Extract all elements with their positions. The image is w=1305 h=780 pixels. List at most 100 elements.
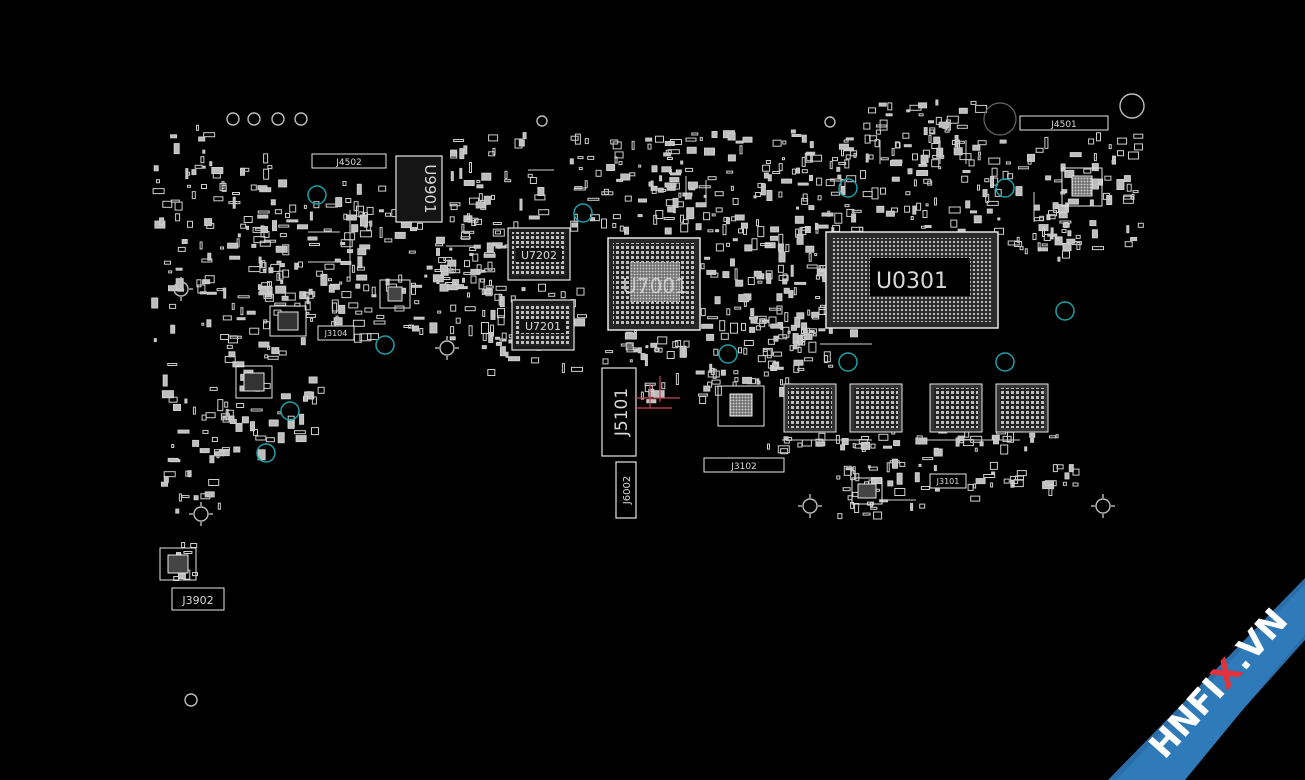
smd-pad <box>1092 246 1104 251</box>
smd-pad <box>640 391 644 400</box>
smd-pad <box>199 448 210 454</box>
smd-pad <box>528 215 540 220</box>
smd-pad <box>153 338 157 343</box>
smd-pad <box>492 228 505 237</box>
smd-pad <box>751 238 758 251</box>
smd-pad <box>519 198 523 211</box>
j6002-connector[interactable]: J6002 <box>615 461 637 519</box>
smd-pad <box>332 302 338 314</box>
smd-pad <box>606 164 616 171</box>
smd-pad <box>637 214 643 218</box>
smd-pad <box>561 363 565 374</box>
smd-pad <box>817 195 822 201</box>
smd-pad <box>229 419 237 424</box>
smd-pad <box>666 351 675 359</box>
u0301-package[interactable]: U0301 <box>825 231 999 329</box>
smd-pad <box>280 393 291 400</box>
smd-pad <box>251 243 257 248</box>
smd-pad <box>1061 229 1067 233</box>
smd-pad <box>419 328 424 335</box>
smd-pad <box>867 465 871 469</box>
smd-pad <box>755 325 761 331</box>
smd-pad <box>358 211 364 218</box>
smd-pad <box>801 327 810 334</box>
smd-pad <box>340 242 346 245</box>
smd-pad <box>371 286 376 296</box>
j3101-connector[interactable]: J3101 <box>929 473 967 489</box>
u7201-package[interactable]: U7201 <box>511 299 575 351</box>
smd-pad <box>741 322 746 331</box>
smd-pad <box>240 167 245 176</box>
smd-pad <box>722 271 730 279</box>
smd-pad <box>1059 220 1072 224</box>
smd-pad <box>275 285 287 294</box>
smd-pad <box>629 172 636 177</box>
smd-pad <box>411 282 416 295</box>
smd-pad <box>845 467 854 471</box>
smd-pad <box>410 227 417 232</box>
j3104-connector[interactable]: J3104 <box>317 325 355 341</box>
smd-pad <box>168 285 177 292</box>
u7001-package[interactable]: U7001 <box>607 237 701 331</box>
u7202-package[interactable]: U7202 <box>507 227 571 281</box>
smd-pad <box>650 342 658 348</box>
smd-pad <box>811 311 820 318</box>
smd-pad <box>1045 175 1052 181</box>
smd-pad <box>277 432 285 444</box>
smd-pad <box>574 186 583 190</box>
smd-pad <box>743 300 747 307</box>
smd-pad <box>845 137 854 141</box>
smd-pad <box>645 137 653 142</box>
smd-pad <box>221 447 230 452</box>
j4501-connector[interactable]: J4501 <box>1019 115 1109 131</box>
smd-pad <box>309 243 320 246</box>
j5101-connector[interactable]: J5101 <box>601 367 637 457</box>
u9901-part[interactable]: U9901 <box>395 155 443 223</box>
smd-pad <box>934 197 937 206</box>
smd-pad <box>187 184 191 188</box>
smd-pad <box>1000 444 1009 455</box>
smd-pad <box>1029 432 1036 438</box>
smd-pad <box>463 271 472 275</box>
smd-pad <box>359 230 372 238</box>
j3102-connector[interactable]: J3102 <box>703 457 785 473</box>
smd-pad <box>1102 192 1110 200</box>
smd-pad <box>173 143 180 155</box>
smd-pad <box>842 487 851 492</box>
smd-pad <box>497 315 505 326</box>
smd-pad <box>989 461 998 470</box>
smd-pad <box>282 269 290 278</box>
smd-pad <box>868 466 878 471</box>
smd-pad <box>790 324 797 331</box>
smd-pad <box>914 472 920 483</box>
smd-pad <box>850 329 858 338</box>
smd-pad <box>378 209 384 213</box>
smd-pad <box>468 325 473 337</box>
smd-pad <box>366 206 374 215</box>
smd-pad <box>339 281 343 285</box>
smd-pad <box>797 346 802 353</box>
smd-pad <box>878 433 889 441</box>
smd-pad <box>194 164 203 169</box>
smd-pad <box>970 100 977 105</box>
smd-pad <box>483 195 491 205</box>
smd-pad <box>750 316 758 324</box>
smd-pad <box>933 136 941 144</box>
smd-pad <box>793 359 804 366</box>
smd-pad <box>295 435 307 443</box>
smd-pad <box>449 336 456 341</box>
j3902-connector[interactable]: J3902 <box>171 587 225 611</box>
smd-pad <box>1052 464 1058 473</box>
smd-pad <box>168 396 178 403</box>
smd-pad <box>922 210 928 218</box>
smd-pad <box>1088 138 1095 145</box>
j4502-connector[interactable]: J4502 <box>311 153 387 169</box>
smd-pad <box>1050 227 1054 240</box>
smd-pad <box>801 134 807 143</box>
smd-pad <box>624 226 629 235</box>
smd-pad <box>838 161 847 165</box>
smd-pad <box>903 144 912 148</box>
smd-pad <box>714 296 721 305</box>
smd-pad <box>763 371 769 377</box>
